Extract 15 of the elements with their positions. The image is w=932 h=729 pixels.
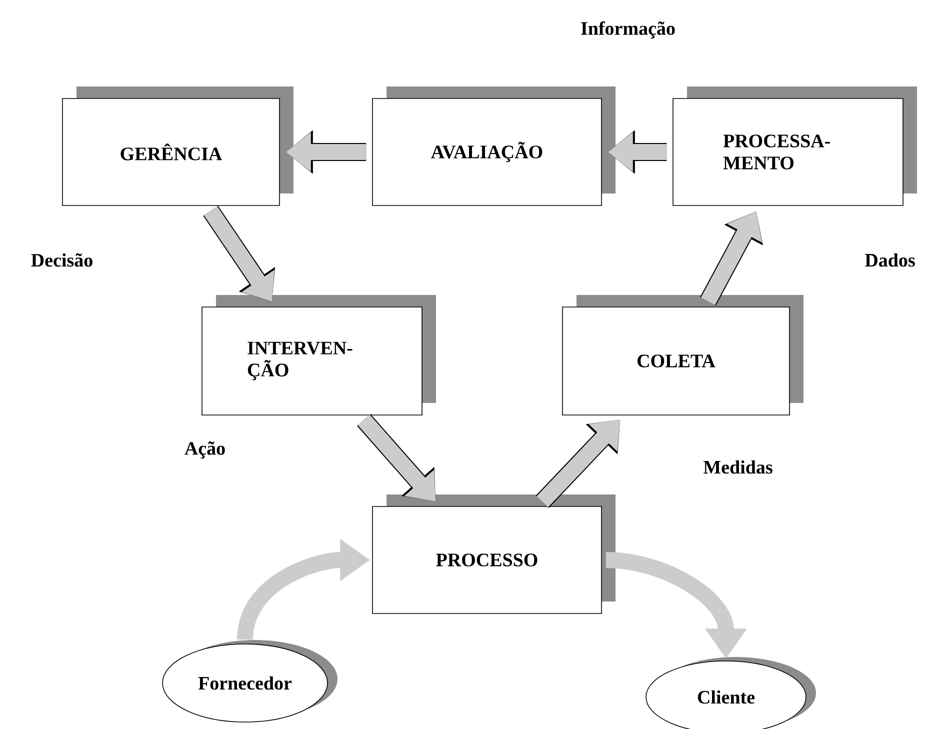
flow-label: Decisão [31,253,92,267]
node-label: Fornecedor [198,676,292,690]
process-box: GERÊNCIA [62,86,294,206]
process-box: COLETA [562,295,804,416]
ellipse-node: Cliente [646,657,816,729]
process-box: PROCESSO [372,494,616,614]
flow-label: Informação [581,21,675,39]
process-box: AVALIAÇÃO [372,86,616,206]
flow-label: Medidas [704,460,772,474]
process-box: INTERVEN- ÇÃO [202,295,436,416]
flow-label: Ação [184,441,225,459]
node-label: Cliente [698,690,755,704]
ellipse-node: Fornecedor [162,640,338,722]
flow-label: Dados [865,253,915,267]
process-box: PROCESSA- MENTO [672,86,917,206]
